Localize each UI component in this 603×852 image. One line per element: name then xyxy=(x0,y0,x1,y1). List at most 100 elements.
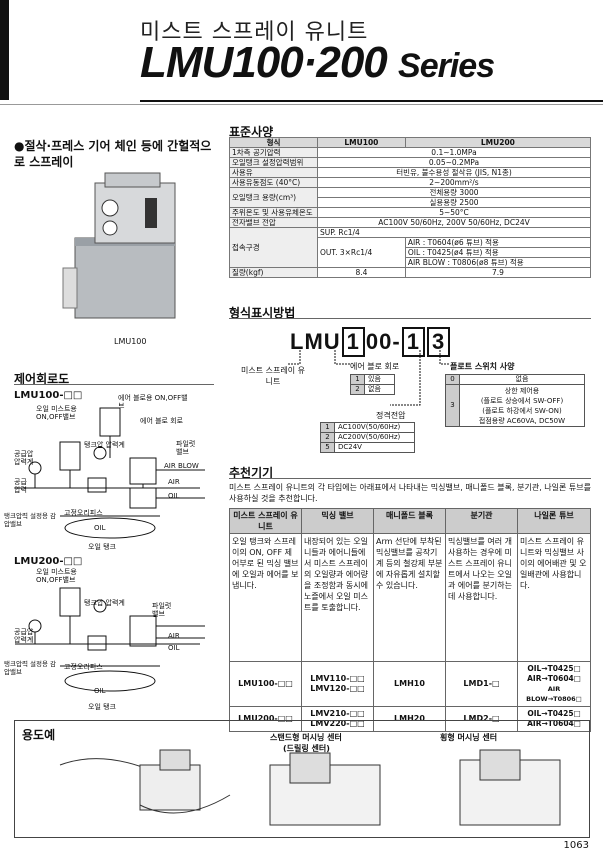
spec-value: 7.9 xyxy=(404,267,592,278)
spec-head: LMU100 xyxy=(317,137,406,148)
blow-text: 있음 xyxy=(364,374,395,385)
spec-label: 오일탱크 설정압력범위 xyxy=(229,157,318,168)
spec-value: OUT. 3×Rc1/4 xyxy=(317,237,406,268)
blow-code: 2 xyxy=(350,384,365,395)
lbl-tank: 오일 탱크 xyxy=(88,543,116,551)
spec-value: 실용용량 2500 xyxy=(317,197,591,208)
float-note: 접점용량 AC60VA, DC50W xyxy=(478,416,566,425)
spec-value: 전체용량 3000 xyxy=(317,187,591,198)
order-rule xyxy=(229,318,591,319)
product-photo xyxy=(62,172,176,319)
volt-text: DC24V xyxy=(334,442,415,453)
spec-value: 8.4 xyxy=(317,267,406,278)
lbl-tank-2: 오일 탱크 xyxy=(88,703,116,711)
code-box-float: 3 xyxy=(426,327,451,357)
rec-desc: Arm 선단에 부착된 믹싱밸브를 공작기계 등의 철강제 부분에 자유롭게 설… xyxy=(373,533,446,662)
rec-model: AIR→T0604□ xyxy=(527,674,581,683)
spec-value: SUP. Rc1/4 xyxy=(317,227,591,238)
lbl-blow-circuit: 에어 블로 회로 xyxy=(140,417,184,425)
lbl-supply-gauge-2: 공급압 압력계 xyxy=(14,628,34,644)
volt-title: 정격전압 xyxy=(376,411,406,420)
spec-value: AC100V 50/60Hz, 200V 50/60Hz, DC24V xyxy=(317,217,591,228)
lbl-regulator-2: 탱크압력 설정용 감압밸브 xyxy=(4,660,56,676)
spec-value: 5~50°C xyxy=(317,207,591,218)
lbl-air: AIR xyxy=(168,478,180,486)
rec-model: LMD1-□ xyxy=(445,661,518,707)
order-title: 형식표시방법 xyxy=(229,306,296,320)
volt-code: 1 xyxy=(320,422,335,433)
circuit-rule xyxy=(14,384,214,385)
page-title-korean: 미스트 스프레이 유니트 xyxy=(140,20,369,45)
rec-model: LMV210-□□ xyxy=(310,709,365,718)
float-note: (플로트 하강에서 SW-ON) xyxy=(482,406,562,415)
lbl-mist-sol-2: 오일 미스트용 ON,OFF밸브 xyxy=(36,568,77,584)
rec-head: 매니폴드 블록 xyxy=(373,508,446,534)
usage-box xyxy=(14,720,590,838)
spec-value: AIR BLOW : T0806(ø8 튜브) 적용 xyxy=(404,257,592,268)
lbl-air-blow: AIR BLOW xyxy=(164,462,199,470)
spec-value: OIL : T0425(ø4 튜브) 적용 xyxy=(404,247,592,258)
blow-text: 없음 xyxy=(364,384,395,395)
lbl-orifice: 고정오리피스 xyxy=(64,509,103,517)
lbl-tank-gauge-2: 탱크압 압력계 xyxy=(84,599,125,607)
circuit-lmu100-name: LMU100-□□ xyxy=(14,390,83,401)
code-box-blow: 1 xyxy=(341,327,365,357)
usage-horiz: 횡형 머시닝 센터 xyxy=(440,733,498,742)
lbl-air-2: AIR xyxy=(168,632,180,640)
spec-head: LMU200 xyxy=(404,137,592,148)
usage-illustrations xyxy=(59,749,561,826)
float-text: 상한 제어용 xyxy=(504,386,540,395)
spec-label: 질량(kgf) xyxy=(229,267,318,278)
rec-model: LMV110-□□ xyxy=(310,674,365,683)
rec-head: 미스트 스프레이 유니트 xyxy=(229,508,302,534)
rec-model: LMV220-□□ xyxy=(310,719,365,728)
spec-label: 사용유 xyxy=(229,167,318,178)
lbl-supply: 공급 압력 xyxy=(14,478,27,494)
circuit-lmu200-name: LMU200-□□ xyxy=(14,556,83,567)
rec-model: LMU200-□□ xyxy=(229,706,302,732)
float-title: 플로트 스위치 사양 xyxy=(450,362,515,371)
spec-label: 접속구경 xyxy=(229,227,318,268)
header-rule-thin xyxy=(0,104,603,105)
code-leader-lines xyxy=(288,350,450,406)
unit-label: 미스트 스프레이 유니트 xyxy=(241,366,305,386)
spec-value: 2~200mm²/s xyxy=(317,177,591,188)
blow-title: 에어 블로 회로 xyxy=(350,362,400,371)
lbl-mist-sol: 오일 미스트용 ON,OFF밸브 xyxy=(36,405,77,421)
lbl-supply-gauge: 공급압 압력계 xyxy=(14,450,34,466)
rec-model: OIL→T0425□ xyxy=(527,709,581,718)
usage-stand-sub: (드릴링 센터) xyxy=(283,744,330,753)
float-code: 0 xyxy=(445,374,460,385)
lbl-oil-2: OIL xyxy=(168,644,180,652)
model-name: LMU100·200 xyxy=(140,38,388,87)
rec-model: LMD2-□ xyxy=(445,706,518,732)
lbl-oil-in-2: OIL xyxy=(94,687,106,695)
recommend-intro: 미스트 스프레이 유니트의 각 타입에는 아래표에서 나타내는 믹싱밸브, 매니… xyxy=(229,483,591,503)
rec-desc: 내장되어 있는 오일니들과 에어니들에서 미스트 스프레이의 오일량과 에어량을… xyxy=(301,533,374,662)
rec-desc: 믹싱밸브를 여러 개 사용하는 경우에 미스트 스프레이 유니트에서 나오는 오… xyxy=(445,533,518,662)
rec-head: 나일론 튜브 xyxy=(517,508,591,534)
circuit-title: 제어회로도 xyxy=(14,372,70,386)
volt-code: 2 xyxy=(320,432,335,443)
float-text: 없음 xyxy=(459,374,585,385)
usage-title: 용도예 xyxy=(22,728,56,742)
spec-label: 전자밸브 전압 xyxy=(229,217,318,228)
rec-head: 분기관 xyxy=(445,508,518,534)
photo-caption: LMU100 xyxy=(114,337,147,346)
volt-text: AC100V(50/60Hz) xyxy=(334,422,415,433)
spec-value: 0.1~1.0MPa xyxy=(317,147,591,158)
circuit-diagram-lmu200 xyxy=(15,587,205,692)
rec-model: LMH10 xyxy=(373,661,446,707)
lbl-regulator: 탱크압력 설정용 감압밸브 xyxy=(4,512,56,528)
usage-stand: 스탠드형 머시닝 센터 xyxy=(270,733,342,742)
recommend-title: 추천기기 xyxy=(229,466,274,480)
lbl-oil: OIL xyxy=(168,492,180,500)
lbl-tank-gauge: 탱크압 압력계 xyxy=(84,441,125,449)
rec-desc: 오일 탱크와 스프레이의 ON, OFF 제어부로 된 믹싱 밸브에 오일과 에… xyxy=(229,533,302,662)
spec-value: 0.05~0.2MPa xyxy=(317,157,591,168)
spec-label: 1차측 공기압력 xyxy=(229,147,318,158)
